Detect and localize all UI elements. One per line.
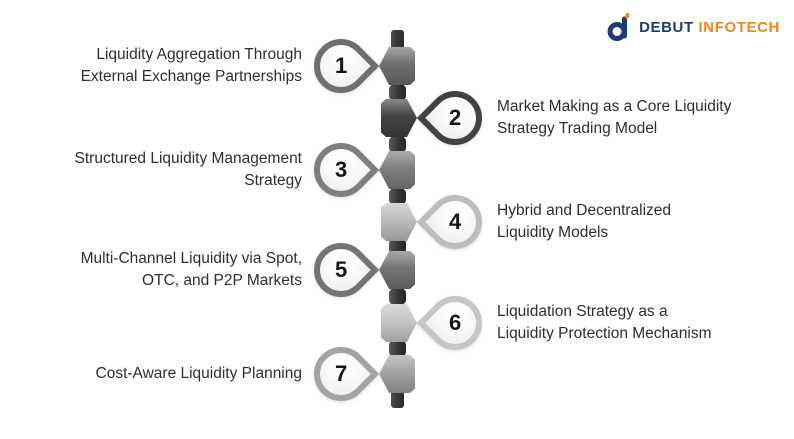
- timeline-item-label: Structured Liquidity Management Strategy: [74, 150, 302, 189]
- timeline-connector: [379, 251, 415, 289]
- timeline-node-number: 5: [334, 257, 348, 282]
- timeline-spine-joint: [389, 136, 406, 152]
- timeline-spine-joint: [389, 84, 406, 100]
- timeline-item-label: Cost-Aware Liquidity Planning: [95, 365, 303, 382]
- timeline-node-number: 1: [334, 53, 348, 78]
- timeline-node: 1: [302, 27, 380, 105]
- timeline-node-number: 7: [334, 361, 348, 386]
- timeline-connector: [379, 151, 415, 189]
- timeline-node-number: 6: [448, 310, 462, 335]
- logo-brand-secondary: INFOTECH: [698, 18, 780, 36]
- timeline-connector: [379, 47, 415, 85]
- timeline-connector: [381, 304, 417, 342]
- timeline-node: 3: [302, 131, 380, 209]
- timeline-item-label: Liquidity Aggregation Through External E…: [80, 46, 302, 85]
- timeline-item-label: Liquidation Strategy as a Liquidity Prot…: [497, 303, 712, 342]
- timeline-node-number: 4: [448, 209, 462, 234]
- timeline-node: 5: [302, 231, 380, 309]
- timeline-node-number: 3: [334, 157, 348, 182]
- timeline-node: 4: [416, 183, 494, 261]
- timeline-node: 2: [416, 79, 494, 157]
- timeline-connector: [381, 203, 417, 241]
- timeline-spine-joint: [389, 188, 406, 204]
- logo-brand-primary: DEBUT: [639, 18, 694, 36]
- timeline-node-number: 2: [448, 105, 462, 130]
- timeline-item-label: Multi-Channel Liquidity via Spot, OTC, a…: [80, 250, 302, 289]
- timeline-connector: [381, 99, 417, 137]
- timeline-item-label: Hybrid and Decentralized Liquidity Model…: [497, 202, 672, 241]
- timeline-spine-joint: [389, 289, 406, 304]
- logo-wordmark: DEBUT INFOTECH: [639, 19, 780, 36]
- timeline-item-label: Market Making as a Core Liquidity Strate…: [497, 98, 732, 137]
- logo: DEBUT INFOTECH: [606, 12, 780, 42]
- timeline-node: 6: [416, 284, 494, 362]
- timeline-spine-joint: [389, 341, 406, 356]
- debut-d-icon: [606, 12, 632, 42]
- timeline-connector: [379, 355, 415, 393]
- timeline-node: 7: [302, 335, 380, 413]
- timeline-spine-joint: [389, 238, 406, 254]
